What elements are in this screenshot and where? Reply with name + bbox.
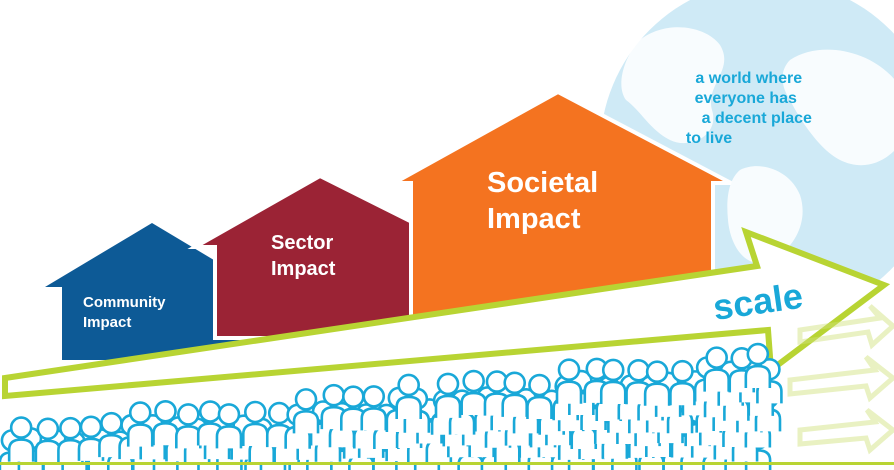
person-body: [126, 423, 154, 447]
globe-land: [621, 27, 725, 144]
person-figure: [395, 373, 422, 419]
person-body: [599, 380, 627, 404]
person-body: [744, 364, 772, 389]
person-body: [703, 368, 730, 392]
globe-text-line3: a decent place: [702, 110, 812, 127]
person-body: [434, 394, 462, 418]
person-figure: [526, 373, 553, 420]
person-body: [241, 422, 269, 446]
house-community-fill: [45, 223, 259, 360]
person-figure: [7, 416, 35, 462]
person-head: [436, 372, 460, 396]
person-body: [643, 382, 671, 406]
house-community: [41, 220, 263, 362]
person-head: [528, 373, 551, 397]
house-community-label-line1: Community: [83, 294, 166, 311]
person-figure: [339, 385, 367, 431]
faint-arrows: [787, 304, 894, 455]
person-body: [460, 391, 487, 416]
person-body: [555, 380, 583, 404]
person-head: [267, 401, 291, 425]
person-figure: [501, 371, 529, 417]
person-head: [601, 358, 625, 382]
person-head: [198, 400, 222, 423]
person-figure: [744, 342, 772, 389]
person-figure: [175, 403, 202, 449]
person-head: [397, 373, 420, 397]
person-body: [360, 407, 388, 431]
person-head: [79, 415, 103, 439]
globe-text-line1: a world where: [695, 70, 802, 87]
person-head: [557, 358, 581, 382]
house-sector-label: Sector Impact: [271, 232, 339, 280]
person-head: [243, 400, 267, 424]
person-head: [671, 359, 694, 383]
person-head: [341, 385, 365, 408]
person-figure: [555, 358, 583, 404]
person-head: [154, 399, 177, 423]
person-body: [395, 395, 422, 419]
person-head: [746, 342, 770, 366]
person-head: [217, 403, 241, 426]
faint-arrow: [797, 408, 894, 455]
person-figure: [126, 401, 154, 447]
person-figure: [599, 358, 627, 404]
scale-arrow: [2, 226, 894, 455]
person-body: [175, 425, 202, 449]
person-body: [292, 410, 320, 434]
person-head: [36, 417, 60, 441]
house-community-label: Community Impact: [83, 294, 170, 331]
person-body: [669, 381, 696, 406]
person-body: [526, 395, 553, 420]
person-figure: [215, 403, 243, 449]
person-head: [100, 411, 123, 435]
globe-text-line4: to live: [686, 130, 732, 147]
person-head: [627, 358, 650, 382]
house-societal-fill: [386, 89, 732, 322]
person-head: [128, 401, 152, 424]
house-societal-label-line2: Impact: [487, 203, 581, 235]
globe-land: [782, 49, 894, 166]
person-figure: [360, 385, 388, 431]
house-sector-label-line2: Impact: [271, 258, 336, 280]
person-head: [705, 346, 728, 369]
person-figure: [703, 346, 730, 392]
person-figure: [434, 372, 462, 418]
person-body: [152, 421, 179, 446]
person-body: [215, 425, 243, 449]
person-figure: [292, 388, 320, 434]
person-body: [34, 439, 62, 463]
person-head: [462, 369, 485, 393]
house-societal: [386, 89, 732, 322]
scale-arrow-shape: [2, 226, 891, 400]
globe-text: a world where everyone has a decent plac…: [686, 70, 816, 147]
person-figure: [643, 360, 671, 406]
person-head: [59, 416, 82, 440]
house-societal-label: Societal Impact: [487, 167, 606, 235]
house-societal-label-line1: Societal: [487, 167, 598, 199]
person-head: [322, 383, 346, 407]
person-head: [177, 403, 200, 426]
person-head: [294, 388, 318, 411]
person-figure: [669, 359, 696, 406]
globe-text-line2: everyone has: [695, 90, 797, 107]
faint-arrow: [787, 355, 894, 403]
person-body: [501, 393, 529, 417]
person-head: [645, 360, 669, 384]
house-sector-label-line1: Sector: [271, 232, 333, 254]
person-figure: [320, 383, 348, 430]
house-community-label-line2: Impact: [83, 314, 131, 331]
person-figure: [34, 417, 62, 463]
people-crowd: [0, 342, 783, 470]
person-head: [9, 416, 33, 439]
person-head: [362, 385, 386, 408]
person-body: [7, 438, 35, 462]
person-figure: [241, 400, 269, 446]
ground-line: [0, 462, 894, 465]
person-head: [503, 371, 527, 395]
faint-arrow: [797, 304, 894, 350]
person-figure: [152, 399, 179, 446]
